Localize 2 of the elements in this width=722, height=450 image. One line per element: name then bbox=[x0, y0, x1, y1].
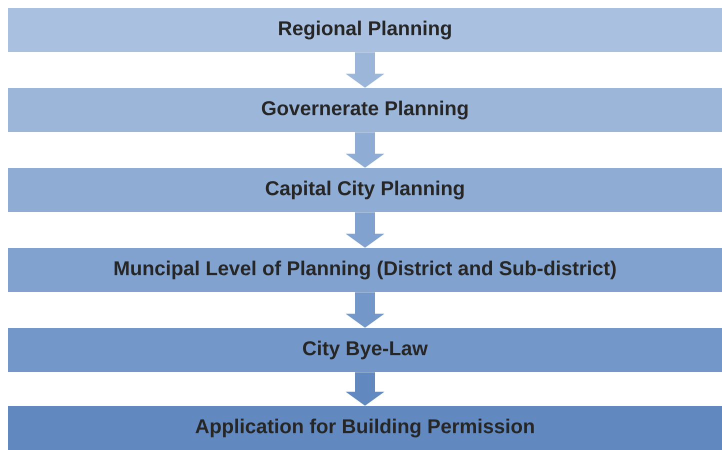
level-bar: Application for Building Permission bbox=[8, 406, 722, 450]
level-bar: Regional Planning bbox=[8, 8, 722, 52]
